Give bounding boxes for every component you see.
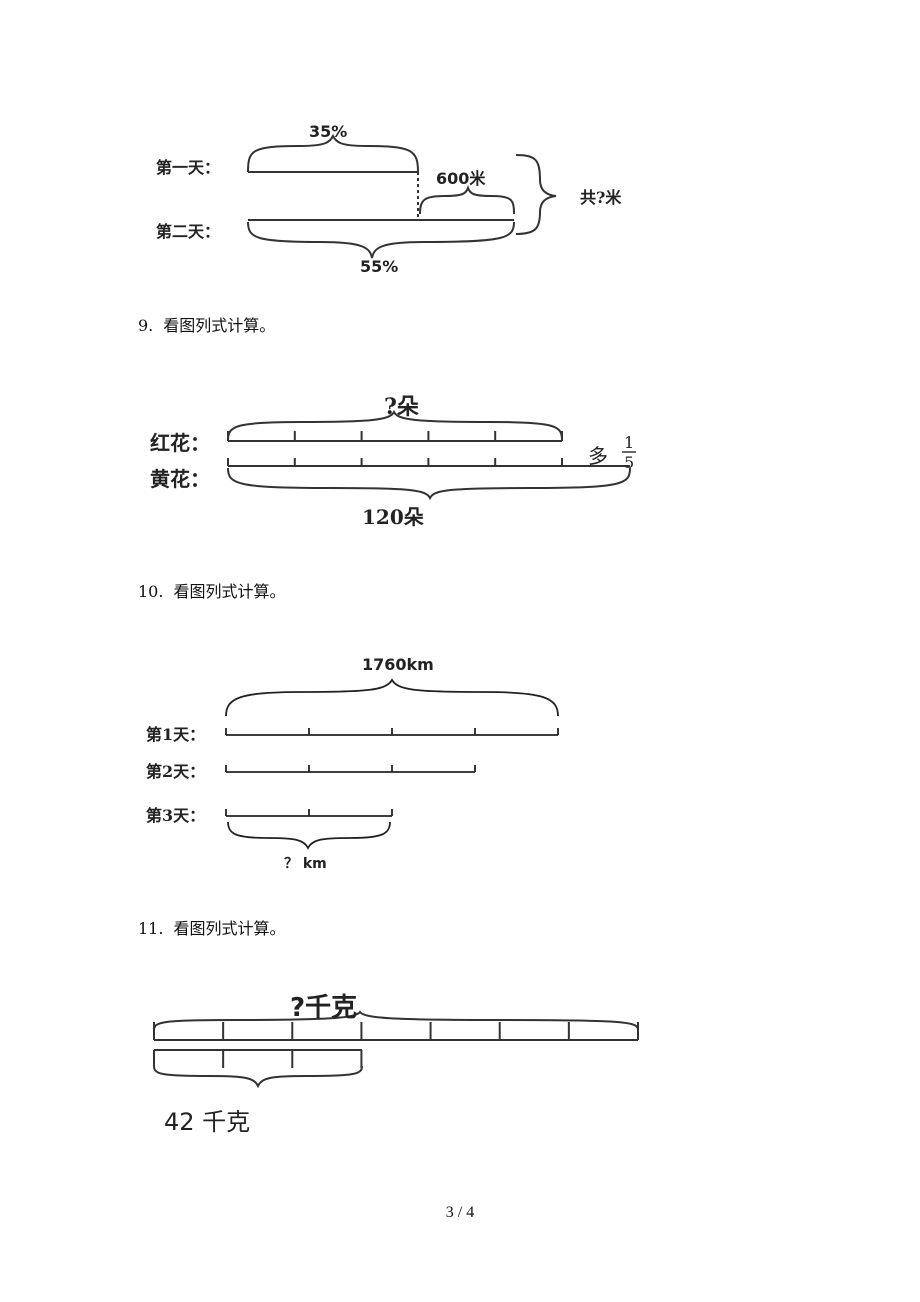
question-10: 10. 看图列式计算。 bbox=[138, 578, 285, 602]
day1-label: 第1天： bbox=[146, 725, 205, 744]
total-label: ?千克 bbox=[290, 993, 357, 1023]
question-number: 10. bbox=[138, 582, 164, 601]
unknown-brace bbox=[227, 821, 391, 851]
yellow-label: 黄花： bbox=[150, 467, 210, 491]
part-brace bbox=[153, 1065, 363, 1089]
day2-brace bbox=[247, 221, 515, 259]
day3-label: 第3天： bbox=[146, 806, 205, 825]
yellow-total-label: 120朵 bbox=[362, 505, 424, 529]
yellow-brace bbox=[227, 467, 631, 501]
figure-8-diagram: 第一天： 第二天： 35% 600米 共?米 55% bbox=[156, 122, 622, 276]
figure-10-diagram: 1760km 第1天： 第2天： 第3天： ？ km bbox=[146, 655, 559, 872]
figure-9-diagram: ?朵 红花： 黄花： 多 1 5 120朵 bbox=[150, 394, 636, 529]
page-number: 3 / 4 bbox=[445, 1204, 475, 1221]
day1-label: 第一天： bbox=[156, 158, 220, 177]
question-number: 9. bbox=[138, 316, 154, 335]
total-label: ?朵 bbox=[384, 394, 419, 420]
diff-brace bbox=[419, 184, 515, 215]
question-text: 看图列式计算。 bbox=[163, 316, 276, 335]
diff-label: 600米 bbox=[436, 169, 486, 188]
fraction-numerator: 1 bbox=[624, 433, 634, 452]
pct-top-label: 35% bbox=[309, 122, 347, 141]
question-11: 11. 看图列式计算。 bbox=[138, 915, 285, 939]
total-brace bbox=[515, 154, 557, 235]
part-label: 42 千克 bbox=[164, 1108, 250, 1136]
fraction-denominator: 5 bbox=[624, 453, 634, 472]
question-9: 9. 看图列式计算。 bbox=[138, 312, 275, 336]
question-text: 看图列式计算。 bbox=[173, 582, 286, 601]
total-label: 共?米 bbox=[580, 188, 622, 207]
unknown-label: ？ km bbox=[284, 856, 327, 872]
total-brace bbox=[225, 678, 559, 717]
day2-label: 第二天： bbox=[156, 222, 220, 241]
red-label: 红花： bbox=[150, 431, 210, 455]
total-label: 1760km bbox=[362, 655, 434, 674]
more-label: 多 bbox=[588, 444, 608, 468]
figure-11-diagram: ?千克 42 千克 bbox=[153, 993, 639, 1136]
day2-label: 第2天： bbox=[146, 762, 205, 781]
day1-brace bbox=[247, 133, 419, 173]
question-number: 11. bbox=[138, 919, 164, 938]
red-brace bbox=[227, 409, 563, 441]
question-text: 看图列式计算。 bbox=[173, 919, 286, 938]
pct-bottom-label: 55% bbox=[360, 257, 398, 276]
total-brace bbox=[153, 1010, 639, 1031]
